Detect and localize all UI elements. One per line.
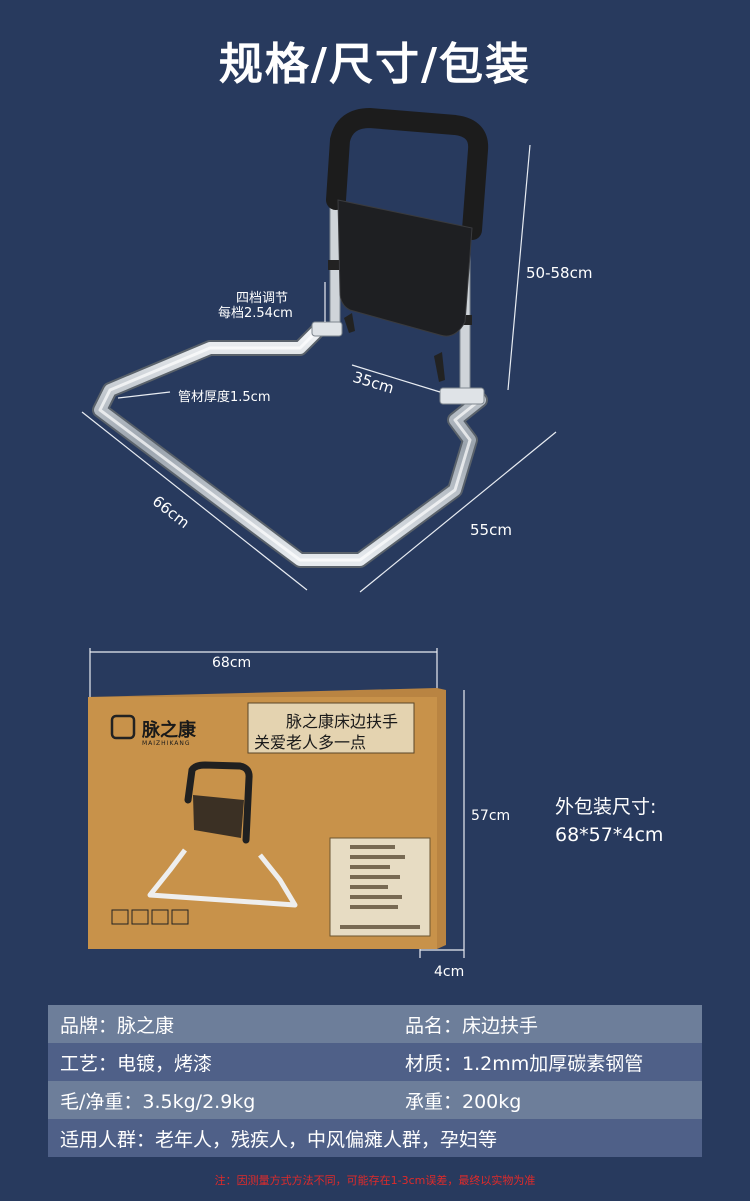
package-brand-pinyin: MAIZHIKANG xyxy=(142,740,191,747)
tube-thickness-label: 管材厚度1.5cm xyxy=(178,390,271,405)
package-size-value: 68*57*4cm xyxy=(555,824,664,846)
spec-load-capacity: 承重：200kg xyxy=(405,1090,522,1113)
bed-rail-handle xyxy=(326,107,489,240)
measurement-note: 注：因测量方式方法不同，可能存在1-3cm误差，最终以实物为准 xyxy=(214,1174,536,1187)
package-slogan-line2: 关爱老人多一点 xyxy=(254,733,367,752)
product-illustration xyxy=(81,107,557,958)
package-height-label: 57cm xyxy=(471,808,511,824)
package-box xyxy=(88,688,446,949)
height-dimension-label: 50-58cm xyxy=(526,264,593,282)
adjust-levels-label: 四档调节 xyxy=(236,291,289,306)
spec-material: 材质：1.2mm加厚碳素钢管 xyxy=(405,1052,644,1075)
package-slogan-line1: 脉之康床边扶手 xyxy=(286,712,399,731)
spec-row: 适用人群：老年人，残疾人，中风偏瘫人群，孕妇等 xyxy=(48,1119,702,1157)
spec-product-name: 品名：床边扶手 xyxy=(405,1014,539,1037)
depth-dimension-label: 55cm xyxy=(470,521,512,539)
spec-row: 毛/净重：3.5kg/2.9kg 承重：200kg xyxy=(48,1081,702,1119)
spec-row: 品牌：脉之康 品名：床边扶手 xyxy=(48,1005,702,1043)
spec-target-users: 适用人群：老年人，残疾人，中风偏瘫人群，孕妇等 xyxy=(60,1128,498,1151)
package-size-title: 外包装尺寸: xyxy=(555,796,657,818)
package-depth-label: 4cm xyxy=(434,964,465,980)
spec-process: 工艺：电镀，烤漆 xyxy=(60,1052,213,1075)
package-width-label: 68cm xyxy=(212,655,252,671)
spec-brand: 品牌：脉之康 xyxy=(60,1014,175,1037)
adjust-step-label: 每档2.54cm xyxy=(218,306,293,321)
bed-rail-base-frame xyxy=(92,322,488,568)
package-brand-name: 脉之康 xyxy=(142,720,196,741)
package-size-info: 外包装尺寸: 68*57*4cm xyxy=(555,793,663,849)
spec-row: 工艺：电镀，烤漆 材质：1.2mm加厚碳素钢管 xyxy=(48,1043,702,1081)
storage-pouch xyxy=(337,199,473,337)
spec-table: 品牌：脉之康 品名：床边扶手 工艺：电镀，烤漆 材质：1.2mm加厚碳素钢管 毛… xyxy=(48,1005,702,1157)
spec-weight: 毛/净重：3.5kg/2.9kg xyxy=(60,1090,256,1113)
page-title: 规格/尺寸/包装 xyxy=(218,39,532,90)
